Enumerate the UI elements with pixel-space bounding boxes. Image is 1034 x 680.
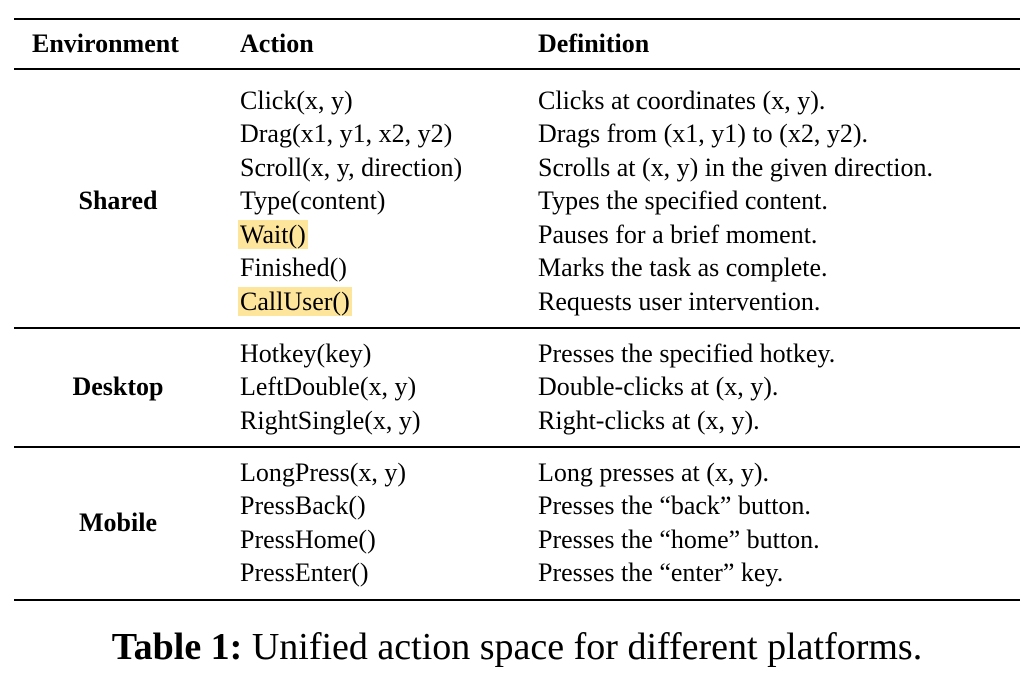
action-name: PressBack()	[240, 491, 366, 520]
action-name: LongPress(x, y)	[240, 457, 407, 487]
header-environment: Environment	[32, 29, 179, 58]
action-name: PressHome()	[240, 524, 376, 554]
action-line: LeftDouble(x, y)	[240, 370, 520, 404]
definition-text: Presses the “enter” key.	[538, 558, 784, 587]
action-line: Hotkey(key)	[240, 337, 520, 371]
table-caption: Table 1: Unified action space for differ…	[0, 622, 1034, 672]
definitions-cell: Long presses at (x, y). Presses the “back…	[520, 456, 1020, 590]
definition-text: Presses the specified hotkey.	[538, 338, 836, 368]
action-line: PressHome()	[240, 523, 520, 557]
action-line: Drag(x1, y1, x2, y2)	[240, 117, 520, 151]
action-line: Finished()	[240, 251, 520, 285]
action-name: Hotkey(key)	[240, 338, 372, 368]
table-bottom-rule	[14, 598, 1020, 601]
definition-text: Scrolls at (x, y) in the given direction…	[538, 152, 933, 182]
definitions-cell: Presses the specified hotkey. Double-clic…	[520, 337, 1020, 438]
table-section-desktop: Desktop Hotkey(key) LeftDouble(x, y) RightS…	[14, 329, 1020, 447]
action-name: LeftDouble(x, y)	[240, 372, 417, 401]
action-name: Scroll(x, y, direction)	[240, 152, 463, 182]
definition-text: Long presses at (x, y).	[538, 457, 770, 487]
action-name: CallUser()	[238, 286, 352, 316]
action-line: LongPress(x, y)	[240, 456, 520, 490]
actions-cell: Click(x, y) Drag(x1, y1, x2, y2) Scroll(x,…	[222, 84, 520, 319]
header-action: Action	[240, 29, 314, 58]
definition-text: Marks the task as complete.	[538, 253, 828, 282]
header-rule	[14, 68, 1020, 70]
table-top-rule	[14, 18, 1020, 20]
action-name: Finished()	[240, 253, 347, 282]
action-line: PressBack()	[240, 489, 520, 523]
action-name: Drag(x1, y1, x2, y2)	[240, 119, 453, 148]
section-rule	[14, 446, 1020, 448]
action-line: Scroll(x, y, direction)	[240, 151, 520, 185]
environment-cell: Desktop	[72, 371, 164, 401]
section-rule	[14, 327, 1020, 329]
header-definition: Definition	[538, 29, 650, 58]
definition-text: Requests user intervention.	[538, 286, 821, 316]
action-name: Click(x, y)	[240, 85, 353, 115]
definition-text: Types the specified content.	[538, 186, 828, 215]
definition-text: Presses the “back” button.	[538, 491, 811, 520]
caption-label: Table 1:	[111, 626, 243, 668]
table-section-shared: Shared Click(x, y) Drag(x1, y1, x2, y2) Scr…	[14, 70, 1020, 328]
environment-cell: Shared	[78, 185, 158, 215]
action-space-table: Environment Action Definition Shared Clic…	[14, 18, 1020, 601]
action-line: CallUser()	[238, 285, 520, 319]
action-name: PressEnter()	[240, 558, 369, 587]
definition-text: Pauses for a brief moment.	[538, 219, 818, 249]
table-header-row: Environment Action Definition	[14, 20, 1020, 68]
definition-text: Double-clicks at (x, y).	[538, 372, 779, 401]
action-name: Type(content)	[240, 186, 386, 215]
actions-cell: Hotkey(key) LeftDouble(x, y) RightSingle(x…	[222, 337, 520, 438]
table-section-mobile: Mobile LongPress(x, y) PressBack() PressHom…	[14, 448, 1020, 599]
table-body: Shared Click(x, y) Drag(x1, y1, x2, y2) Scr…	[14, 70, 1020, 599]
environment-cell: Mobile	[79, 507, 157, 537]
definition-text: Clicks at coordinates (x, y).	[538, 85, 826, 115]
definitions-cell: Clicks at coordinates (x, y). Drags from …	[520, 84, 1020, 319]
actions-cell: LongPress(x, y) PressBack() PressHome() Pre…	[222, 456, 520, 590]
definition-text: Drags from (x1, y1) to (x2, y2).	[538, 119, 868, 148]
action-name: Wait()	[238, 219, 308, 249]
action-line: RightSingle(x, y)	[240, 404, 520, 438]
definition-text: Right-clicks at (x, y).	[538, 405, 760, 435]
caption-text: Unified action space for different platf…	[251, 626, 923, 668]
action-line: PressEnter()	[240, 556, 520, 590]
action-line: Wait()	[238, 218, 520, 252]
definition-text: Presses the “home” button.	[538, 524, 820, 554]
action-line: Click(x, y)	[240, 84, 520, 118]
action-name: RightSingle(x, y)	[240, 405, 421, 435]
action-line: Type(content)	[240, 184, 520, 218]
